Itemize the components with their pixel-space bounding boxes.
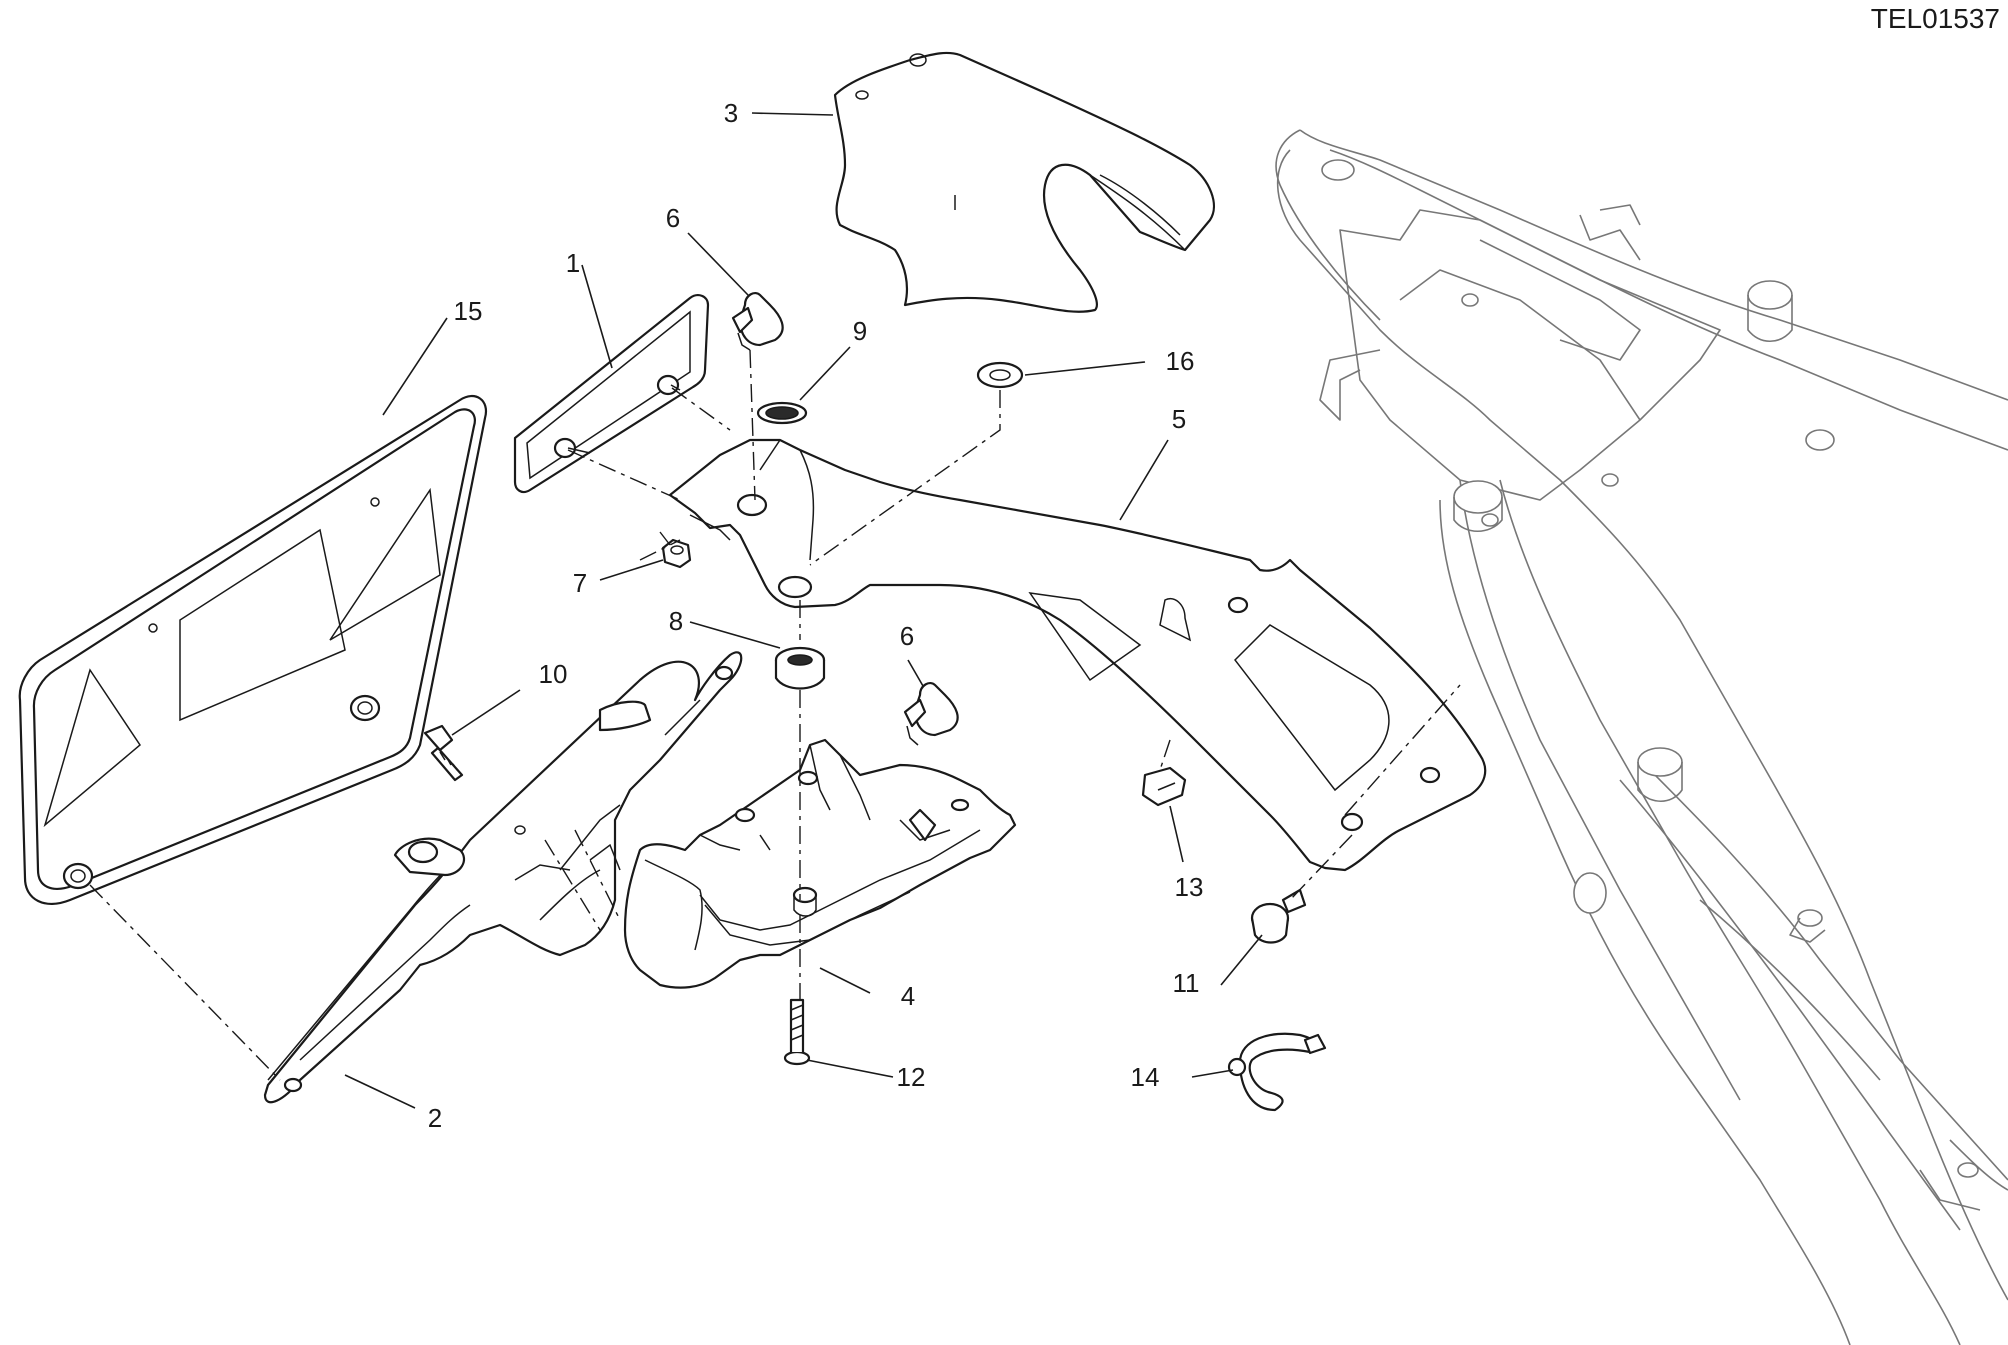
part-15-license-plate-holder xyxy=(18,394,488,905)
callout-6-lower: 6 xyxy=(900,621,914,651)
part-13-clip xyxy=(1141,766,1187,807)
part-9-grommet xyxy=(756,401,808,425)
part-16-washer xyxy=(976,361,1024,389)
part-1-reflector xyxy=(513,294,710,494)
callout-14: 14 xyxy=(1131,1062,1160,1092)
callout-11: 11 xyxy=(1173,968,1200,998)
part-6-clip-upper xyxy=(731,291,784,351)
motorcycle-frame xyxy=(1275,129,2008,1345)
callout-7: 7 xyxy=(573,568,587,598)
drawing-code: TEL01537 xyxy=(1871,3,2000,34)
part-12-screw xyxy=(783,998,811,1066)
part-10-bolt xyxy=(423,724,464,782)
callout-10: 10 xyxy=(539,659,568,689)
leader-lines xyxy=(344,112,1263,1109)
part-11-screw xyxy=(1250,888,1307,944)
callout-13: 13 xyxy=(1175,872,1204,902)
callout-5: 5 xyxy=(1172,404,1186,434)
callout-4: 4 xyxy=(901,981,915,1011)
callout-12: 12 xyxy=(897,1062,926,1092)
part-6-clip-lower xyxy=(903,681,959,746)
callout-8: 8 xyxy=(669,606,683,636)
callout-labels: 1 2 3 4 5 6 6 7 8 9 10 11 12 13 14 15 16 xyxy=(428,98,1204,1133)
part-5-support-bracket xyxy=(668,438,1487,872)
callout-9: 9 xyxy=(853,316,867,346)
callout-1: 1 xyxy=(566,248,580,278)
part-4-lower-mudguard xyxy=(623,738,1017,989)
part-7-nut xyxy=(661,538,692,569)
callout-3: 3 xyxy=(724,98,738,128)
assembly-lines xyxy=(89,349,1461,1081)
part-3-upper-cover xyxy=(833,51,1215,313)
callout-16: 16 xyxy=(1166,346,1195,376)
part-8-rubber-grommet xyxy=(774,646,826,690)
callout-2: 2 xyxy=(428,1103,442,1133)
callout-15: 15 xyxy=(454,296,483,326)
part-14-cable-clamp xyxy=(1227,1032,1327,1112)
callout-6-upper: 6 xyxy=(666,203,680,233)
part-2-plate-bracket-arm xyxy=(263,651,743,1104)
